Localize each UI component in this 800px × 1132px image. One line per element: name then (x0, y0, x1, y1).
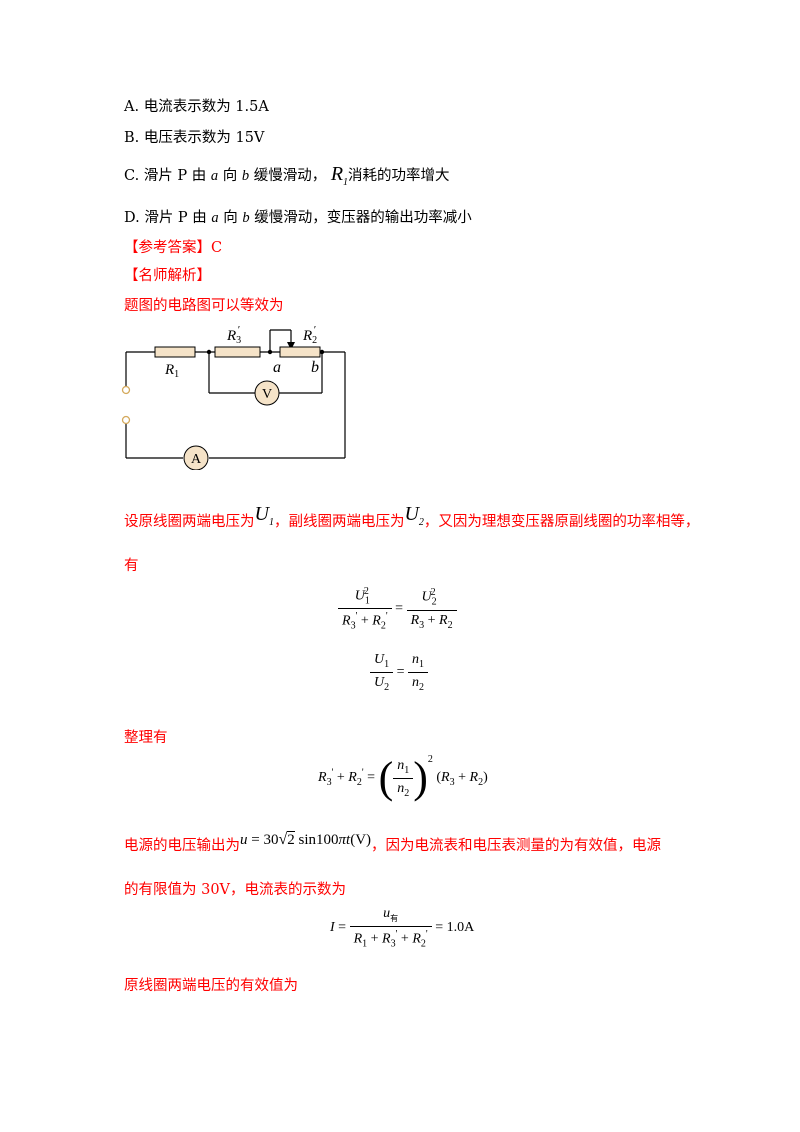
input-terminal-top (121, 385, 131, 395)
analysis-intro: 题图的电路图可以等效为 (124, 298, 284, 314)
paragraph-rearrange: 整理有 (124, 730, 168, 746)
resistor-r1 (154, 346, 196, 358)
answer-value: C (211, 240, 223, 256)
input-terminal-bottom (121, 415, 131, 425)
node-a-label: a (273, 359, 281, 376)
junction-node-a (267, 349, 273, 355)
node-b-label: b (311, 359, 319, 376)
ammeter-icon (183, 445, 209, 470)
r2-label: R2′ (302, 324, 317, 346)
resistor-r3 (214, 346, 261, 358)
answer-line: 【参考答案】C (124, 238, 222, 258)
r1-symbol: R1 (330, 163, 349, 188)
junction-node (206, 349, 212, 355)
paragraph-effective-value: 的有限值为 30V，电流表的示数为 (124, 882, 347, 898)
equation-current: I = u有 R1 + R3' + R2' = 1.0A (330, 906, 475, 950)
paragraph-have: 有 (124, 558, 139, 574)
circuit-diagram: V A R1 R3′ R2′ a b (121, 324, 346, 470)
equation-power-balance: U12 R3' + R2' = U22 R3 + R2 (338, 586, 457, 632)
answer-label: 【参考答案】 (124, 240, 211, 256)
option-d: D. 滑片 P 由 a 向 b 缓慢滑动，变压器的输出功率减小 (124, 210, 472, 226)
voltmeter-icon (254, 380, 280, 406)
resistor-r2 (279, 346, 321, 358)
u2-symbol: U2 (404, 503, 424, 528)
option-a: A. 电流表示数为 1.5A (124, 99, 269, 115)
voltmeter-label: V (262, 387, 272, 402)
source-voltage-expression: u = 30√2 sin100πt(V) (240, 831, 372, 848)
r3-label: R3′ (226, 324, 241, 346)
u1-symbol: U1 (254, 503, 274, 528)
slider-arrow-icon (287, 342, 295, 350)
paragraph-source-voltage: 电源的电压输出为u = 30√2 sin100πt(V)，因为电流表和电压表测量… (124, 831, 662, 854)
paragraph-voltage-def: 设原线圈两端电压为U1，副线圈两端电压为U2，又因为理想变压器原副线圈的功率相等… (124, 503, 700, 530)
junction-node-b (319, 349, 325, 355)
paragraph-primary-voltage: 原线圈两端电压的有效值为 (124, 978, 298, 994)
analysis-label: 【名师解析】 (124, 268, 211, 284)
option-b: B. 电压表示数为 15V (124, 130, 265, 146)
ammeter-label: A (191, 452, 202, 467)
r1-label: R1 (164, 362, 179, 380)
equation-turns-ratio: U1 U2 = n1 n2 (370, 652, 429, 693)
option-c: C. 滑片 P 由 a 向 b 缓慢滑动， R1消耗的功率增大 (124, 163, 450, 188)
